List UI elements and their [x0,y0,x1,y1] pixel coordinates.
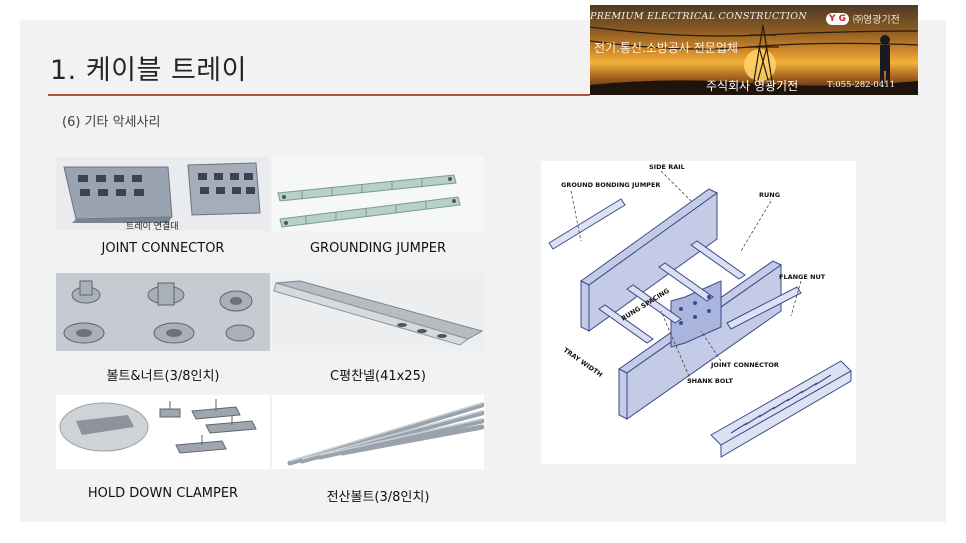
grounding-jumper-photo [272,157,484,231]
caption-bolt-nut: 볼트&너트(3/8인치) [106,369,220,384]
bolt-nut-photo [56,273,270,351]
company-banner: PREMIUM ELECTRICAL CONSTRUCTION Y G ㈜영광기… [590,5,918,95]
joint-connector-photo: 트레이 연결대 [56,157,270,231]
title-divider [48,94,590,96]
banner-company-name: 주식회사 영광기전 [706,79,799,93]
label-joint-connector: JOINT CONNECTOR [710,361,779,369]
caption-threaded-rod: 전산볼트(3/8인치) [326,490,430,505]
banner-services: 전기.통신.소방공사 전문업체 [594,41,738,55]
company-logo: Y G ㈜영광기전 [826,11,900,26]
threaded-rod-photo [272,395,484,469]
hold-down-clamper-photo [56,395,270,469]
caption-grounding-jumper: GROUNDING JUMPER [309,241,446,256]
banner-phone: T:055-282-0411 [827,80,896,90]
caption-c-channel: C평찬넬(41x25) [330,369,426,384]
logo-mark: Y G [826,12,850,25]
power-tower-illustration [590,24,918,95]
c-channel-photo [272,273,484,351]
joint-connector-inner-label: 트레이 연결대 [126,222,179,231]
banner-tagline: PREMIUM ELECTRICAL CONSTRUCTION [590,11,807,22]
label-flange-nut: FLANGE NUT [779,273,826,281]
page-title: 1. 케이블 트레이 [50,55,247,86]
label-shank-bolt: SHANK BOLT [687,377,733,385]
label-rung: RUNG [759,191,780,199]
label-side-rail: SIDE RAIL [649,163,685,171]
label-ground-bonding-jumper: GROUND BONDING JUMPER [561,181,660,189]
section-subtitle: (6) 기타 악세사리 [62,115,161,130]
label-tray-width: TRAY WIDTH [562,346,604,379]
logo-text: ㈜영광기전 [853,15,900,26]
cable-tray-diagram-drawing: SIDE RAIL GROUND BONDING JUMPER RUNG FLA… [548,163,852,458]
cable-tray-diagram: SIDE RAIL GROUND BONDING JUMPER RUNG FLA… [541,161,856,464]
caption-hold-down-clamper: HOLD DOWN CLAMPER [87,486,239,501]
caption-joint-connector: JOINT CONNECTOR [101,241,225,256]
